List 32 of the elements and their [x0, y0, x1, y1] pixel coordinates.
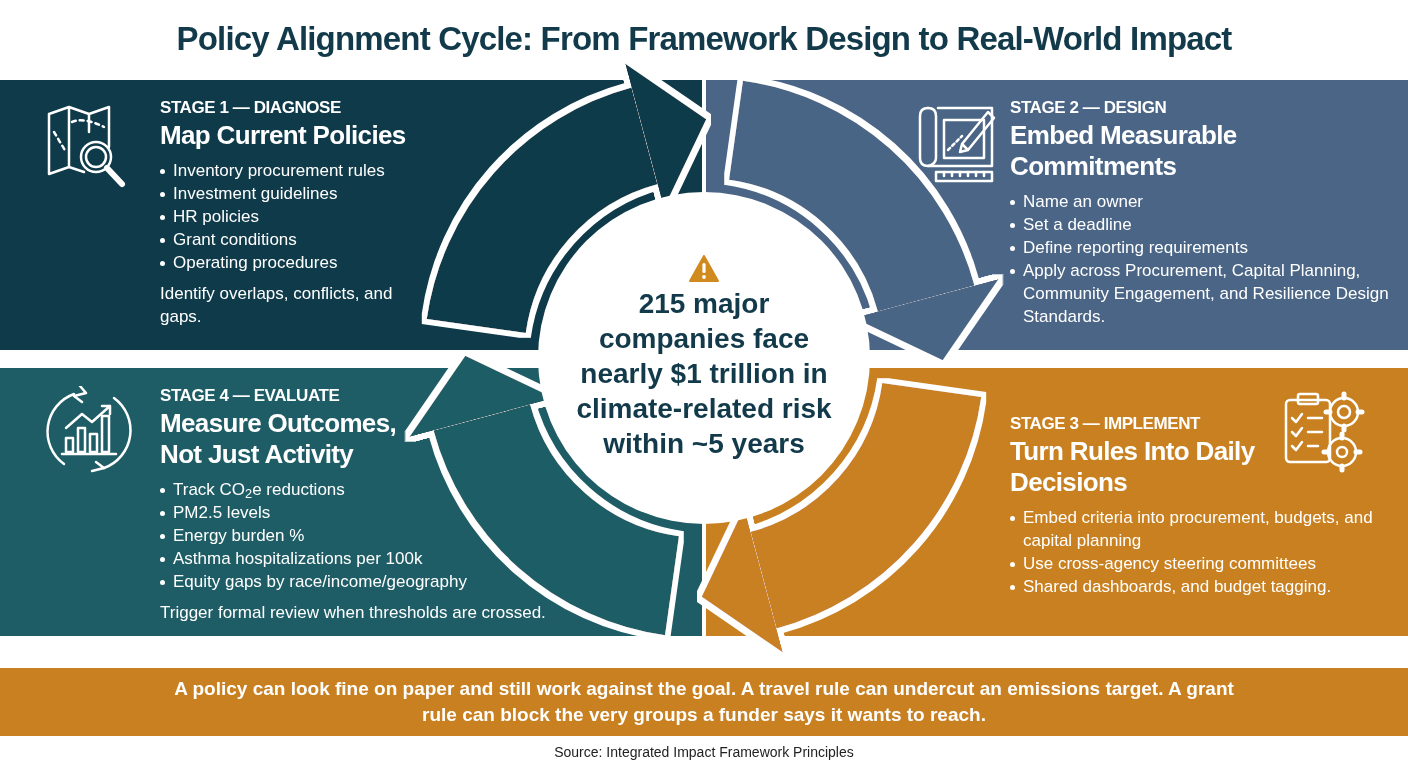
stage-heading: Turn Rules Into Daily Decisions [1010, 436, 1256, 498]
banner-text: A policy can look fine on paper and still work against the goal. A travel rule can undercut an emissions target. A grant rule can block the very groups a funder says it wants to reach. [173, 677, 1235, 727]
source-note: Source: Integrated Impact Framework Principles [554, 743, 854, 762]
bullet-item: Set a deadline [1023, 214, 1132, 236]
bullet-item: Energy burden % [173, 525, 305, 547]
bullet-item: Equity gaps by race/income/geography [173, 571, 467, 593]
bullet-item: Name an owner [1023, 191, 1143, 213]
bullet-item: Use cross-agency steering committees [1023, 553, 1316, 575]
bullet-item: Track CO$_{2}$e reductions [173, 479, 345, 501]
panel-note: Trigger formal review when thresholds are crossed. [160, 602, 547, 624]
bullet-item: Embed criteria into procurement, budgets, and capital planning [1023, 507, 1374, 552]
stage-heading: Measure Outcomes, Not Just Activity [160, 408, 398, 470]
stage-label: STAGE 4 — EVALUATE [160, 385, 341, 407]
bullet-item: Inventory procurement rules [173, 160, 385, 182]
stage-label: STAGE 1 — DIAGNOSE [160, 97, 342, 119]
bullet-item: Operating procedures [173, 252, 338, 274]
bullet-item: Shared dashboards, and budget tagging. [1023, 576, 1332, 598]
key-statistic: 215 major companies face nearly $1 trillion in climate-related risk within ~5 years [575, 287, 833, 461]
stage-heading: Embed Measurable Commitments [1010, 120, 1238, 182]
bullet-item: PM2.5 levels [173, 502, 271, 524]
stage-label: STAGE 3 — IMPLEMENT [1010, 413, 1202, 435]
panel-note: Identify overlaps, conflicts, and gaps. [160, 283, 394, 328]
stage-heading: Map Current Policies [160, 120, 407, 151]
bullet-item: Define reporting requirements [1023, 237, 1248, 259]
bullet-item: Grant conditions [173, 229, 297, 251]
bullet-item: Apply across Procurement, Capital Planning, Community Engagement, and Resilience Design Standards. [1023, 260, 1390, 328]
bullet-item: Investment guidelines [173, 183, 338, 205]
bullet-item: HR policies [173, 206, 259, 228]
stage-label: STAGE 2 — DESIGN [1010, 97, 1168, 119]
bullet-item: Asthma hospitalizations per 100k [173, 548, 423, 570]
message-banner [0, 668, 1408, 736]
title: Policy Alignment Cycle: From Framework Design to Real-World Impact [175, 19, 1233, 59]
